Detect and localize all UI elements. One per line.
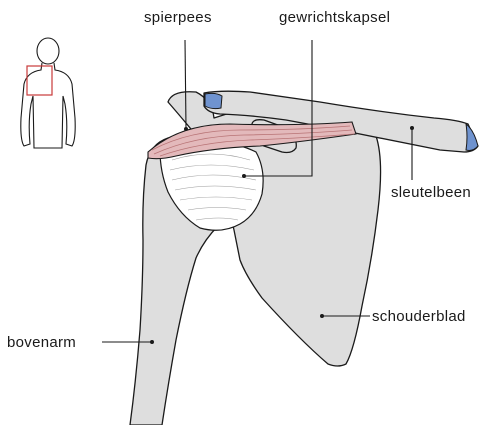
collarbone-cartilage-lateral [205,93,222,108]
label-tendon: spierpees [144,9,212,26]
collarbone-cartilage-medial [466,124,478,151]
label-capsule: gewrichtskapsel [279,9,390,26]
label-shoulder-blade: schouderblad [372,308,466,325]
label-collarbone: sleutelbeen [391,184,471,201]
label-upper-arm: bovenarm [7,334,76,351]
human-silhouette-icon [21,38,75,148]
